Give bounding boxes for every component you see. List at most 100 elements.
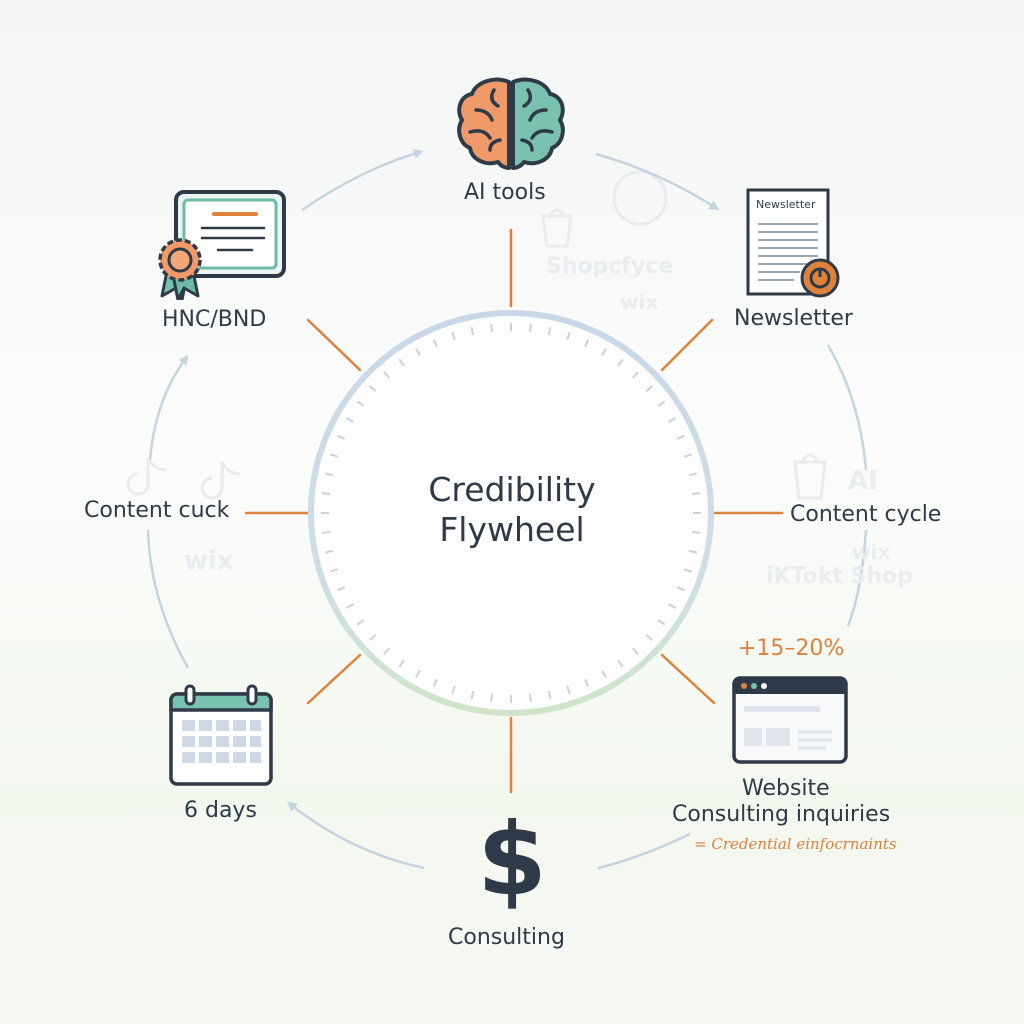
ring-tick <box>415 347 421 356</box>
arrow-days-to-content <box>146 529 190 669</box>
ring-tick <box>691 492 701 495</box>
ring-tick <box>432 678 438 687</box>
node-label-website: Website <box>742 776 830 801</box>
node-label-hnc-bnd: HNC/BND <box>162 307 267 332</box>
ring-tick <box>617 358 624 367</box>
ring-tick <box>470 326 475 336</box>
ring-tick <box>451 331 456 341</box>
spoke-top-right <box>660 318 714 372</box>
node-label-ai-tools: AI tools <box>464 180 546 205</box>
arrow-newsletter-to-content <box>826 344 868 471</box>
ring-tick <box>584 339 590 348</box>
ring-tick <box>321 492 331 495</box>
watermark-tiktok: iKTokt Shop <box>766 564 913 589</box>
ring-tick <box>529 693 532 703</box>
ring-tick <box>688 472 698 477</box>
spoke-bottom-left <box>306 653 362 705</box>
watermark-wix-right: wix <box>852 540 891 564</box>
ring-tick <box>668 603 677 609</box>
ring-tick <box>337 434 346 440</box>
ring-tick <box>415 670 421 679</box>
ring-tick <box>601 670 607 679</box>
ring-tick <box>337 586 346 592</box>
arrow-hnc-to-ai <box>301 148 424 212</box>
ring-tick <box>490 323 493 333</box>
ring-tick <box>369 385 377 392</box>
node-sublabel-website: Consulting inquiries <box>672 802 891 827</box>
ring-ticks <box>321 323 701 703</box>
ring-tick <box>383 647 390 655</box>
browser-window-icon <box>732 676 848 764</box>
watermark-wix-left: wix <box>184 546 234 576</box>
calendar-icon <box>169 684 273 786</box>
ring-tick <box>329 568 339 573</box>
ring-tick <box>398 358 405 367</box>
node-label-content-cuck: Content cuck <box>84 498 230 523</box>
watermark-logo-icon <box>612 170 668 226</box>
newsletter-document-icon: Newsletter <box>744 188 844 300</box>
arrow-ai-to-newsletter <box>595 152 720 211</box>
watermark-tiktok-icon <box>200 461 241 500</box>
ring-tick <box>566 685 571 695</box>
ring-tick <box>683 568 693 573</box>
ring-tick <box>676 586 685 592</box>
spokes <box>244 228 784 794</box>
ring-tick <box>657 400 666 407</box>
ring-tick <box>383 371 390 379</box>
dollar-icon: $ <box>477 801 547 918</box>
node-label-newsletter: Newsletter <box>734 306 853 331</box>
ring-tick <box>691 531 701 534</box>
center-title: Credibility Flywheel <box>362 470 662 550</box>
certificate-icon <box>158 190 286 300</box>
watermark-shopify: Shopcfyce <box>546 254 674 279</box>
watermark-tiktok-icon-2 <box>126 457 167 496</box>
ring-tick <box>345 603 354 609</box>
center-title-line1: Credibility <box>428 470 596 509</box>
ring-tick <box>398 659 405 668</box>
ring-tick <box>645 634 653 641</box>
arrow-content-to-hnc <box>148 354 189 461</box>
spoke-top-left <box>306 318 362 372</box>
brain-icon <box>457 77 565 170</box>
website-badge: +15–20% <box>738 636 845 661</box>
ring-tick <box>345 417 354 423</box>
arrow-content-to-website <box>846 529 868 627</box>
ring-tick <box>432 339 438 348</box>
ring-tick <box>529 323 532 333</box>
ring-tick <box>632 371 639 379</box>
ring-tick <box>617 659 624 668</box>
ring-tick <box>470 690 475 700</box>
ring-tick <box>356 400 365 407</box>
ring-tick <box>324 549 334 554</box>
node-label-six-days: 6 days <box>184 798 257 823</box>
node-label-consulting: Consulting <box>448 925 565 950</box>
ring-tick <box>676 434 685 440</box>
watermark-wix-top: wix <box>620 290 659 314</box>
watermark-bag-icon-2 <box>541 208 573 248</box>
ring-tick <box>324 472 334 477</box>
ring-tick <box>547 690 552 700</box>
ring-tick <box>451 685 456 695</box>
ring-tick <box>632 647 639 655</box>
center-title-line2: Flywheel <box>439 510 585 549</box>
ring-tick <box>329 453 339 458</box>
ring-tick <box>369 634 377 641</box>
arrow-consulting-to-days <box>286 801 425 870</box>
watermark-ai: AI <box>848 466 878 496</box>
spoke-bottom-right <box>660 653 716 705</box>
ring-tick <box>566 331 571 341</box>
cycle-arrows <box>146 148 868 870</box>
watermark-bag-icon <box>793 453 827 500</box>
ring-tick <box>584 678 590 687</box>
ring-tick <box>688 549 698 554</box>
ring-tick <box>356 619 365 626</box>
ring-tick <box>657 619 666 626</box>
node-label-content-cycle: Content cycle <box>790 502 942 527</box>
ring-tick <box>683 453 693 458</box>
newsletter-icon-text: Newsletter <box>756 198 816 211</box>
ring-tick <box>601 347 607 356</box>
website-note: = Credential einfocrnaints <box>694 835 897 853</box>
ring-tick <box>490 693 493 703</box>
ring-tick <box>668 417 677 423</box>
